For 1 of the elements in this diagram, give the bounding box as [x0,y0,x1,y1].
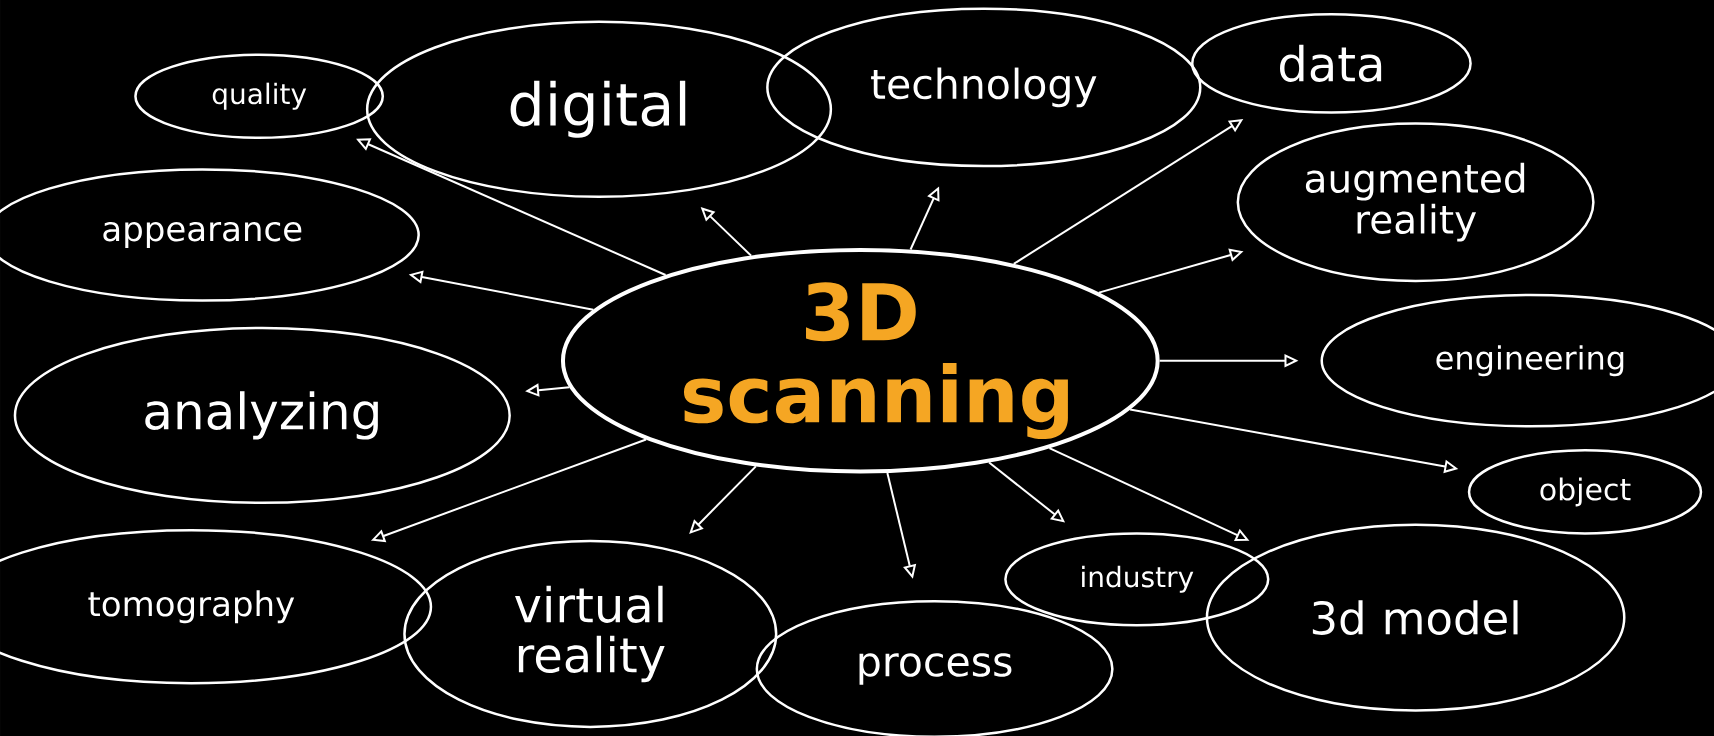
arrow [689,465,757,534]
